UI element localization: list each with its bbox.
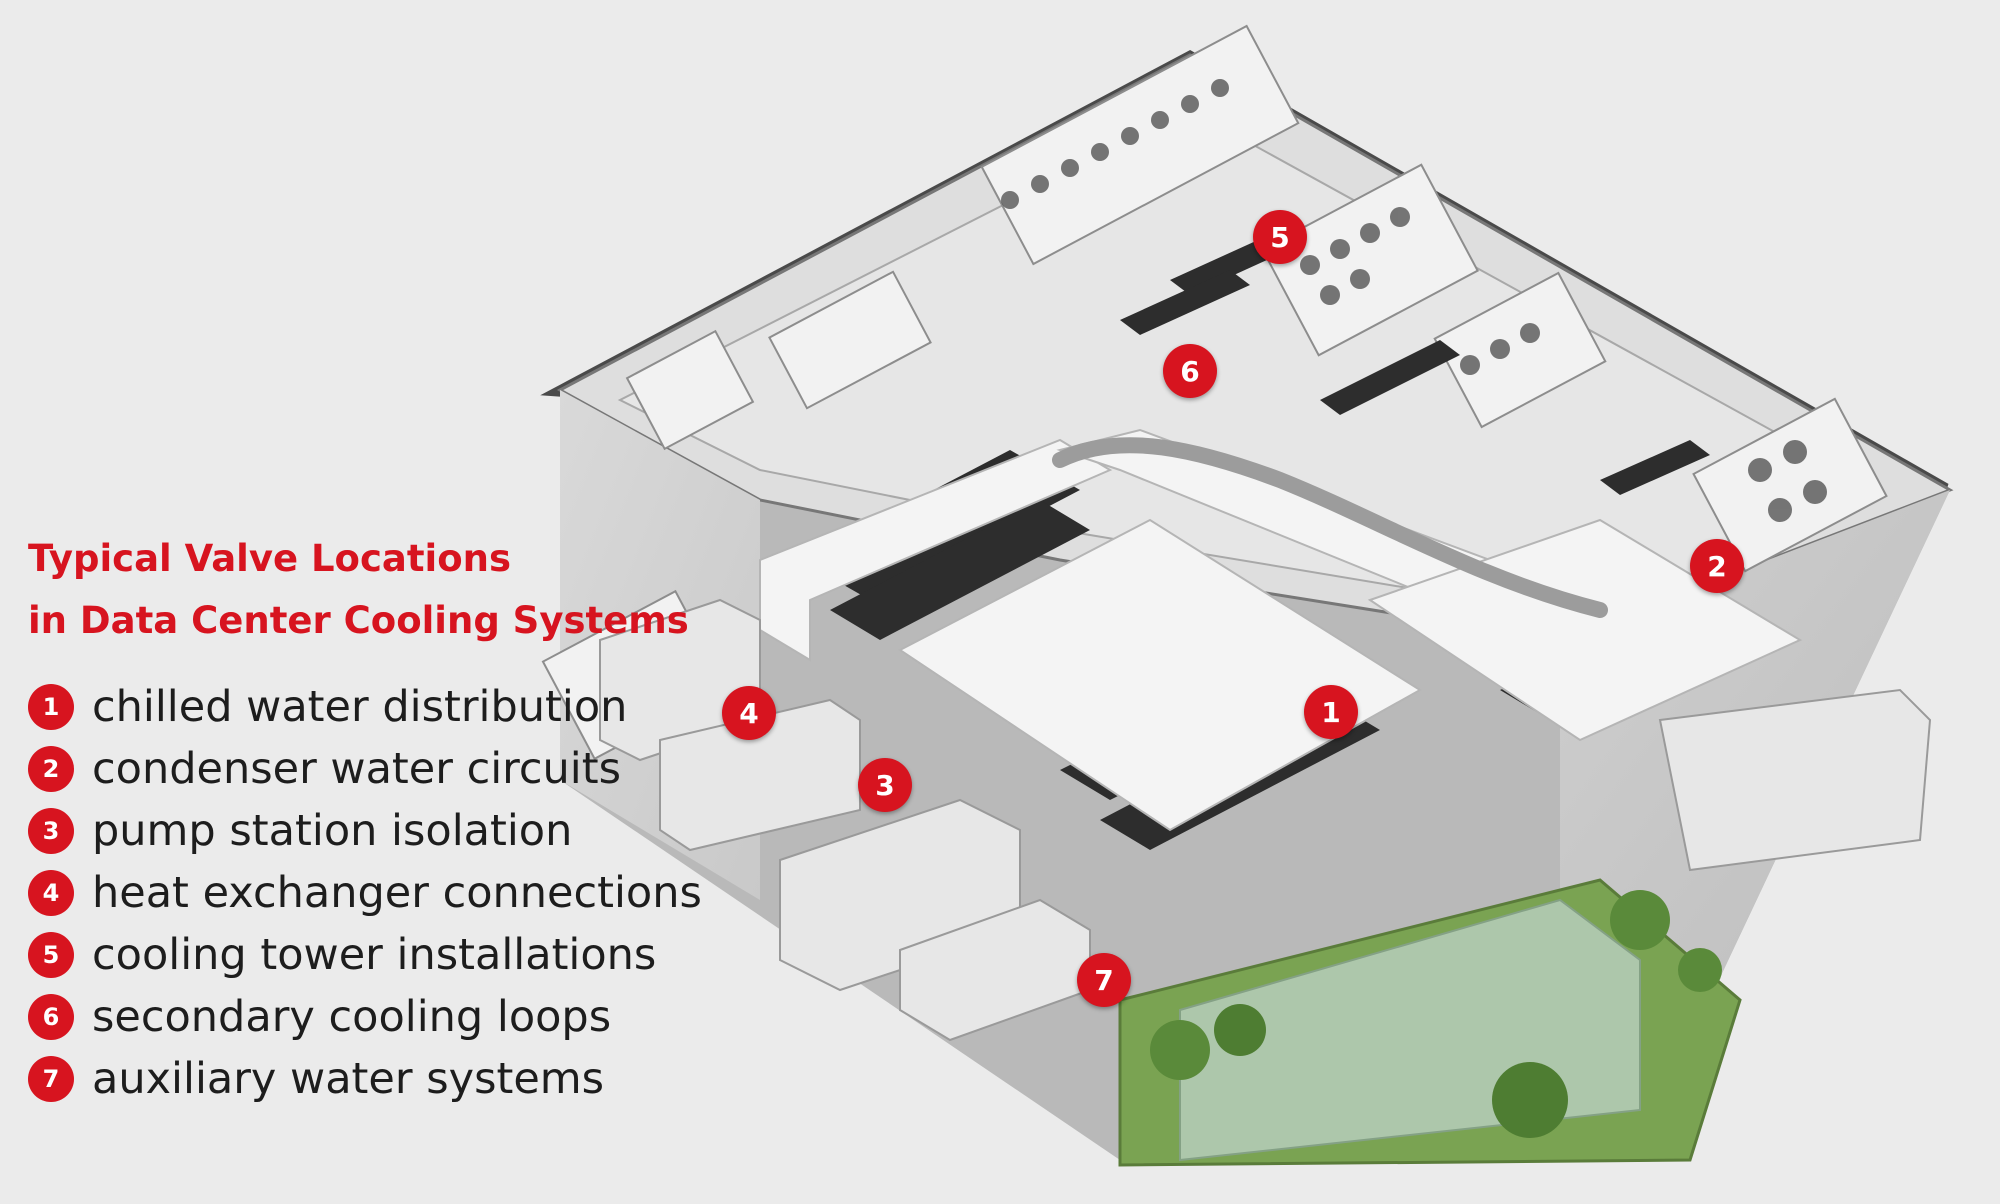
legend-number-badge: 3 xyxy=(28,808,74,854)
garden-atrium xyxy=(1118,878,1742,1167)
legend-item: 3 pump station isolation xyxy=(28,800,702,862)
marker-cooling-tower: 5 xyxy=(1253,210,1307,264)
diagram-title: Typical Valve Locations in Data Center C… xyxy=(28,528,689,652)
marker-pump-station: 3 xyxy=(858,758,912,812)
marker-condenser-water: 2 xyxy=(1690,539,1744,593)
marker-heat-exchanger: 4 xyxy=(722,686,776,740)
legend-item: 5 cooling tower installations xyxy=(28,924,702,986)
marker-chilled-water: 1 xyxy=(1304,685,1358,739)
title-line-1: Typical Valve Locations xyxy=(28,537,512,580)
marker-auxiliary-water: 7 xyxy=(1077,953,1131,1007)
fan-circles xyxy=(1001,79,1827,522)
legend-label: chilled water distribution xyxy=(92,682,628,732)
legend-number-badge: 5 xyxy=(28,932,74,978)
legend-label: auxiliary water systems xyxy=(92,1054,605,1104)
legend-item: 2 condenser water circuits xyxy=(28,738,702,800)
legend-number-badge: 6 xyxy=(28,994,74,1040)
legend-number-badge: 4 xyxy=(28,870,74,916)
legend-number-badge: 7 xyxy=(28,1056,74,1102)
legend-item: 6 secondary cooling loops xyxy=(28,986,702,1048)
legend-item: 4 heat exchanger connections xyxy=(28,862,702,924)
external-equipment xyxy=(599,598,1932,1042)
connecting-bridge xyxy=(1052,437,1608,618)
marker-secondary-loop: 6 xyxy=(1163,344,1217,398)
legend-label: cooling tower installations xyxy=(92,930,657,980)
legend-item: 7 auxiliary water systems xyxy=(28,1048,702,1110)
title-line-2: in Data Center Cooling Systems xyxy=(28,599,689,642)
legend-label: heat exchanger connections xyxy=(92,868,702,918)
legend: 1 chilled water distribution 2 condenser… xyxy=(28,676,702,1110)
legend-number-badge: 2 xyxy=(28,746,74,792)
legend-item: 1 chilled water distribution xyxy=(28,676,702,738)
legend-number-badge: 1 xyxy=(28,684,74,730)
legend-label: secondary cooling loops xyxy=(92,992,612,1042)
legend-label: condenser water circuits xyxy=(92,744,622,794)
legend-label: pump station isolation xyxy=(92,806,573,856)
